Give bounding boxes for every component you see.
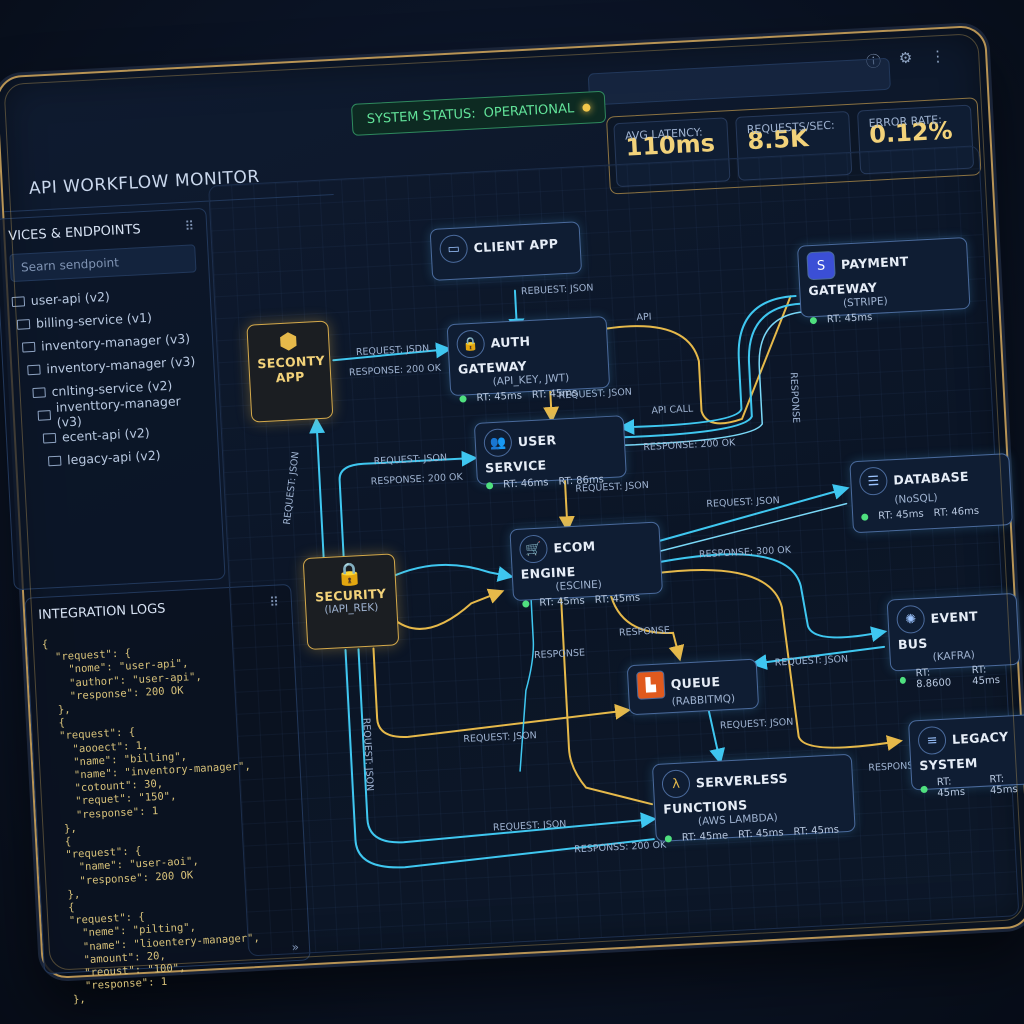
health-dot-icon — [920, 785, 928, 793]
sidebar-title: VICES & ENDPOINTS — [8, 222, 142, 245]
kafka-icon: ✺ — [895, 604, 926, 635]
rt-value: RT: 45ms — [971, 664, 1001, 688]
gear-icon[interactable]: ⚙ — [898, 48, 913, 68]
services-sidebar: VICES & ENDPOINTS ⠿ Searn sendpoint user… — [0, 207, 226, 591]
rt-value: RT: 46ms — [933, 505, 980, 520]
folder-icon — [37, 409, 51, 421]
node-secondary-app[interactable]: ⬢ SECONTY APP — [246, 320, 334, 423]
status-label: SYSTEM STATUS: — [366, 105, 477, 127]
health-dot-icon — [459, 395, 467, 403]
folder-icon — [11, 295, 26, 307]
folder-icon — [16, 318, 31, 330]
status-dot-icon — [581, 103, 591, 112]
edge-label: API — [636, 311, 652, 324]
wire-ecom-queue — [610, 595, 685, 662]
wire-security-serverless-2 — [344, 649, 655, 869]
folder-icon — [47, 455, 62, 466]
node-security[interactable]: 🔒 SECURITY (IAPI_REK) — [302, 553, 400, 651]
database-icon: ☰ — [858, 466, 889, 496]
wire-payment-user-3 — [622, 310, 810, 446]
health-dot-icon — [809, 316, 818, 325]
wire-ecom-serverless — [560, 597, 654, 806]
wire-security-queue — [372, 647, 632, 738]
folder-icon — [32, 386, 46, 398]
app-window: ⓘ ⚙ ⋮ SYSTEM STATUS: OPERATIONAL AVG LAT… — [0, 24, 1024, 1006]
wire-ecom-legacy — [648, 568, 903, 751]
folder-icon — [27, 364, 41, 375]
wire-eventbus-queue — [750, 645, 886, 671]
wire-user-ecom — [558, 477, 575, 533]
window-icon: ▭ — [438, 234, 469, 264]
rt-value: RT: 45ms — [989, 773, 1019, 797]
node-metrics: RT: 45ms RT: 46ms — [861, 504, 1003, 522]
drag-handle-icon[interactable]: ⠿ — [184, 219, 195, 235]
tree-item-label: legacy-api (v2) — [66, 447, 161, 468]
tree-item-label: ecent-api (v2) — [61, 424, 150, 445]
rt-value: RT: 45ms — [531, 387, 578, 401]
stripe-icon: S — [806, 250, 836, 281]
health-dot-icon — [861, 513, 869, 521]
wire-security-user — [338, 450, 478, 561]
wire-payment-user-1 — [618, 294, 797, 435]
edge-label: API CALL — [651, 403, 694, 417]
folder-icon — [21, 341, 36, 353]
wire-ecom-response — [519, 599, 535, 772]
wire-secondary-auth — [332, 342, 452, 362]
endpoint-tree: user-api (v2) billing-service (v1) inven… — [0, 280, 219, 475]
status-value: OPERATIONAL — [483, 100, 575, 121]
lock-icon: 🔒 — [455, 329, 486, 359]
node-sub: (IAPI_REK) — [324, 601, 379, 617]
node-name: SECONTY APP — [257, 352, 326, 386]
node-database[interactable]: ☰DATABASE (NoSQL) RT: 45ms RT: 46ms — [849, 453, 1013, 534]
logs-title: INTEGRATION LOGS — [37, 601, 166, 624]
node-queue[interactable]: ▙QUEUE (RABBITMQ) — [626, 658, 760, 716]
server-icon: ≡ — [917, 725, 947, 756]
health-dot-icon — [664, 835, 673, 843]
topbar-strip — [587, 57, 891, 106]
tree-item-label: user-api (v2) — [30, 288, 111, 309]
node-client-app[interactable]: ▭CLIENT APP — [429, 221, 583, 281]
workflow-canvas: REBUEST: JSON REQUEST: JSDN RESPONSE: 20… — [208, 145, 1024, 957]
box-icon: ⬢ — [278, 329, 299, 356]
rt-value: RT: 45ms — [877, 508, 924, 522]
wire-ecom-eventbus — [648, 553, 888, 643]
wire-ecom-database — [647, 484, 850, 546]
cart-icon: 🛒 — [518, 534, 549, 564]
health-dot-icon — [522, 600, 530, 608]
users-icon: 👥 — [483, 428, 513, 458]
wire-ecom-database-2 — [648, 502, 848, 555]
wire-security-serverless — [357, 648, 657, 844]
wire-auth-payment — [586, 295, 792, 425]
health-dot-icon — [485, 482, 494, 490]
rt-value: RT: 8.8600 — [915, 667, 952, 691]
node-name: QUEUE — [670, 673, 721, 692]
system-status-badge: SYSTEM STATUS: OPERATIONAL — [350, 90, 606, 136]
wire-security-ecom-2 — [390, 588, 505, 630]
connection-wires — [309, 289, 903, 869]
more-icon[interactable]: ⋮ — [929, 46, 946, 66]
lambda-icon: λ — [661, 769, 691, 799]
wire-payment-user-2 — [621, 302, 804, 439]
rt-value: RT: 45ms — [936, 776, 966, 800]
node-name: CLIENT APP — [473, 235, 559, 256]
node-sub: (RABBITMQ) — [671, 692, 736, 709]
folder-icon — [42, 432, 57, 444]
health-dot-icon — [899, 676, 907, 684]
node-sub: (NoSQL) — [894, 491, 938, 507]
wire-security-ecom — [388, 563, 514, 582]
wire-security-secondary — [309, 417, 326, 573]
node-name: DATABASE — [892, 468, 970, 488]
rt-value: RT: 45ms — [793, 824, 840, 838]
rabbitmq-icon: ▙ — [636, 670, 666, 700]
node-sub: (KAFRA) — [932, 649, 976, 664]
tree-item-label: billing-service (v1) — [35, 309, 153, 331]
